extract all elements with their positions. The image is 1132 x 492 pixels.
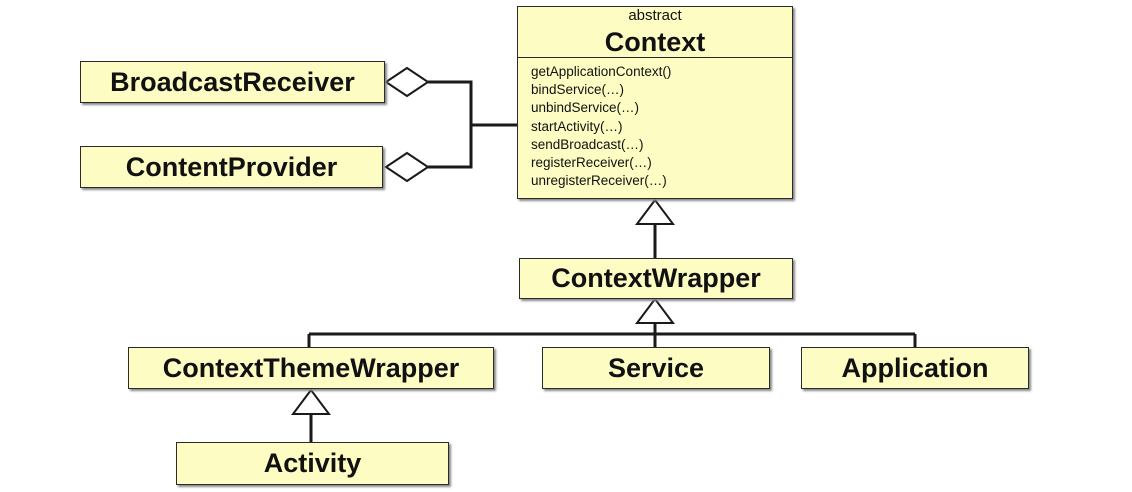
class-activity: Activity: [176, 442, 449, 485]
context-class-header: abstract Context: [518, 7, 792, 58]
inheritance-subclasses-contextwrapper: [307, 323, 917, 347]
aggregation-diamond-contentprovider: [384, 151, 430, 183]
context-method: startActivity(…): [531, 118, 623, 134]
aggregation-diamond-broadcastreceiver: [384, 66, 430, 98]
context-class-box: abstract Context getApplicationContext()…: [517, 6, 793, 199]
class-service: Service: [542, 347, 770, 389]
class-application: Application: [801, 347, 1029, 389]
context-method: bindService(…): [531, 82, 625, 98]
inheritance-contextwrapper-context: [635, 198, 675, 258]
inheritance-activity-contextthemewrapper: [291, 388, 331, 442]
class-contextwrapper: ContextWrapper: [519, 258, 793, 299]
inheritance-arrowhead: [291, 388, 331, 415]
class-contextthemewrapper: ContextThemeWrapper: [128, 347, 494, 389]
inheritance-arrowhead: [635, 297, 675, 324]
context-method: unregisterReceiver(…): [531, 173, 667, 189]
context-method: sendBroadcast(…): [531, 136, 644, 152]
context-method: registerReceiver(…): [531, 155, 652, 171]
inheritance-arrowhead: [635, 198, 675, 225]
context-method: unbindService(…): [531, 100, 640, 116]
aggregation-connector: [428, 80, 517, 169]
class-contentprovider: ContentProvider: [80, 146, 383, 188]
context-stereotype: abstract: [628, 7, 682, 24]
context-method-list: getApplicationContext() bindService(…) u…: [531, 63, 671, 190]
context-class-name: Context: [604, 27, 706, 57]
context-method: getApplicationContext(): [531, 64, 672, 79]
class-broadcastreceiver: BroadcastReceiver: [80, 61, 385, 103]
